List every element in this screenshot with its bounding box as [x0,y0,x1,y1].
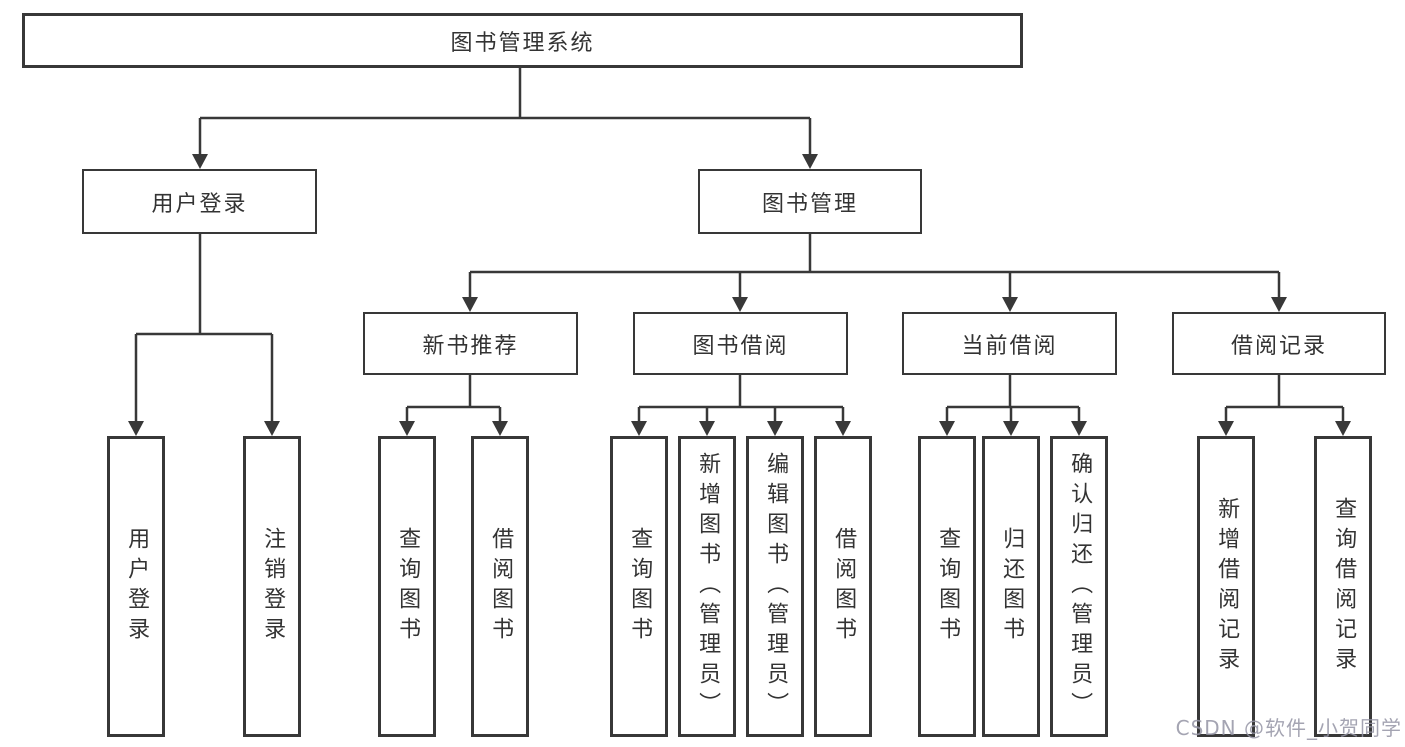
leaf-add-book-admin: 新增图书（管理员） [678,436,736,737]
leaf-borrow-books-recommend: 借阅图书 [471,436,529,737]
leaf-query-borrow-record: 查询借阅记录 [1314,436,1372,737]
node-new-book-recommendation: 新书推荐 [363,312,578,375]
leaf-borrow-books-borrowing: 借阅图书 [814,436,872,737]
leaf-confirm-return-admin: 确认归还（管理员） [1050,436,1108,737]
leaf-query-books-recommend: 查询图书 [378,436,436,737]
node-label: 图书管理系统 [450,30,595,56]
leaf-label: 归还图书 [999,526,1025,647]
leaf-label: 借阅图书 [831,526,857,647]
leaf-label: 用户登录 [124,526,150,647]
leaf-user-login: 用户登录 [107,436,165,737]
node-label: 当前借阅 [961,333,1058,359]
node-book-borrowing: 图书借阅 [633,312,848,375]
leaf-query-books-current: 查询图书 [918,436,976,737]
watermark-text: CSDN @软件_小贺同学 [1175,716,1402,740]
leaf-label: 注销登录 [260,526,286,647]
leaf-label: 查询借阅记录 [1331,496,1357,677]
leaf-query-books-borrowing: 查询图书 [610,436,668,737]
node-label: 用户登录 [151,191,248,217]
leaf-return-books: 归还图书 [982,436,1040,737]
leaf-edit-book-admin: 编辑图书（管理员） [746,436,804,737]
node-label: 图书管理 [761,191,858,217]
node-book-management: 图书管理 [698,169,922,234]
node-current-borrowing: 当前借阅 [902,312,1117,375]
node-label: 图书借阅 [692,333,789,359]
leaf-label: 借阅图书 [488,526,514,647]
leaf-add-borrow-record: 新增借阅记录 [1197,436,1255,737]
node-label: 借阅记录 [1230,333,1327,359]
leaf-label: 编辑图书（管理员） [763,451,789,722]
leaf-logout: 注销登录 [243,436,301,737]
leaf-label: 查询图书 [395,526,421,647]
node-label: 新书推荐 [422,333,519,359]
leaf-label: 查询图书 [627,526,653,647]
leaf-label: 新增图书（管理员） [695,451,721,722]
leaf-label: 查询图书 [935,526,961,647]
node-borrowing-records: 借阅记录 [1172,312,1386,375]
leaf-label: 新增借阅记录 [1214,496,1240,677]
node-book-management-system: 图书管理系统 [22,13,1023,68]
leaf-label: 确认归还（管理员） [1067,451,1093,722]
node-user-login: 用户登录 [82,169,317,234]
